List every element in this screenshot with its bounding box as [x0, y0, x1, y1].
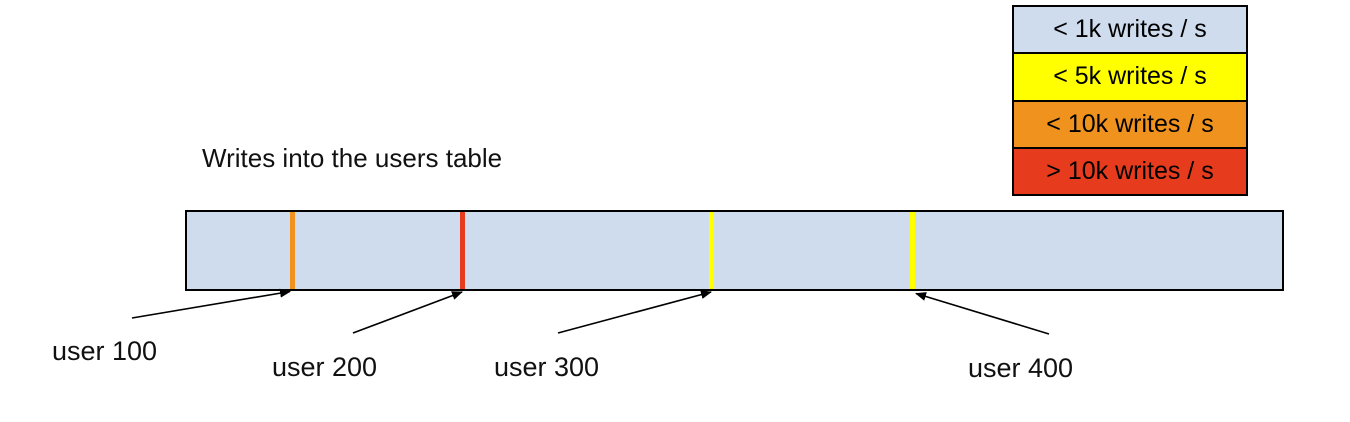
- write-rate-tick-user-400: [910, 212, 915, 289]
- annotation-user-300: user 300: [494, 352, 600, 382]
- arrow-user-100: [131, 288, 291, 319]
- write-rate-tick-user-200: [460, 212, 465, 289]
- diagram-title: Writes into the users table: [202, 143, 503, 173]
- write-rate-tick-user-100: [290, 212, 295, 289]
- annotation-user-100: user 100: [52, 336, 158, 366]
- arrow-user-400: [915, 292, 1050, 335]
- legend-item-lt-10k: < 10k writes / s: [1014, 99, 1246, 147]
- arrow-user-200: [352, 291, 463, 334]
- legend-item-lt-5k: < 5k writes / s: [1014, 52, 1246, 100]
- annotation-user-200: user 200: [272, 352, 378, 382]
- annotation-user-400: user 400: [968, 353, 1074, 383]
- legend: < 1k writes / s < 5k writes / s < 10k wr…: [1012, 5, 1248, 196]
- write-rate-tick-user-300: [709, 212, 714, 289]
- legend-item-gt-10k: > 10k writes / s: [1014, 146, 1246, 194]
- arrow-user-300: [557, 290, 712, 334]
- users-table-bar: [185, 210, 1284, 291]
- legend-item-lt-1k: < 1k writes / s: [1014, 7, 1246, 53]
